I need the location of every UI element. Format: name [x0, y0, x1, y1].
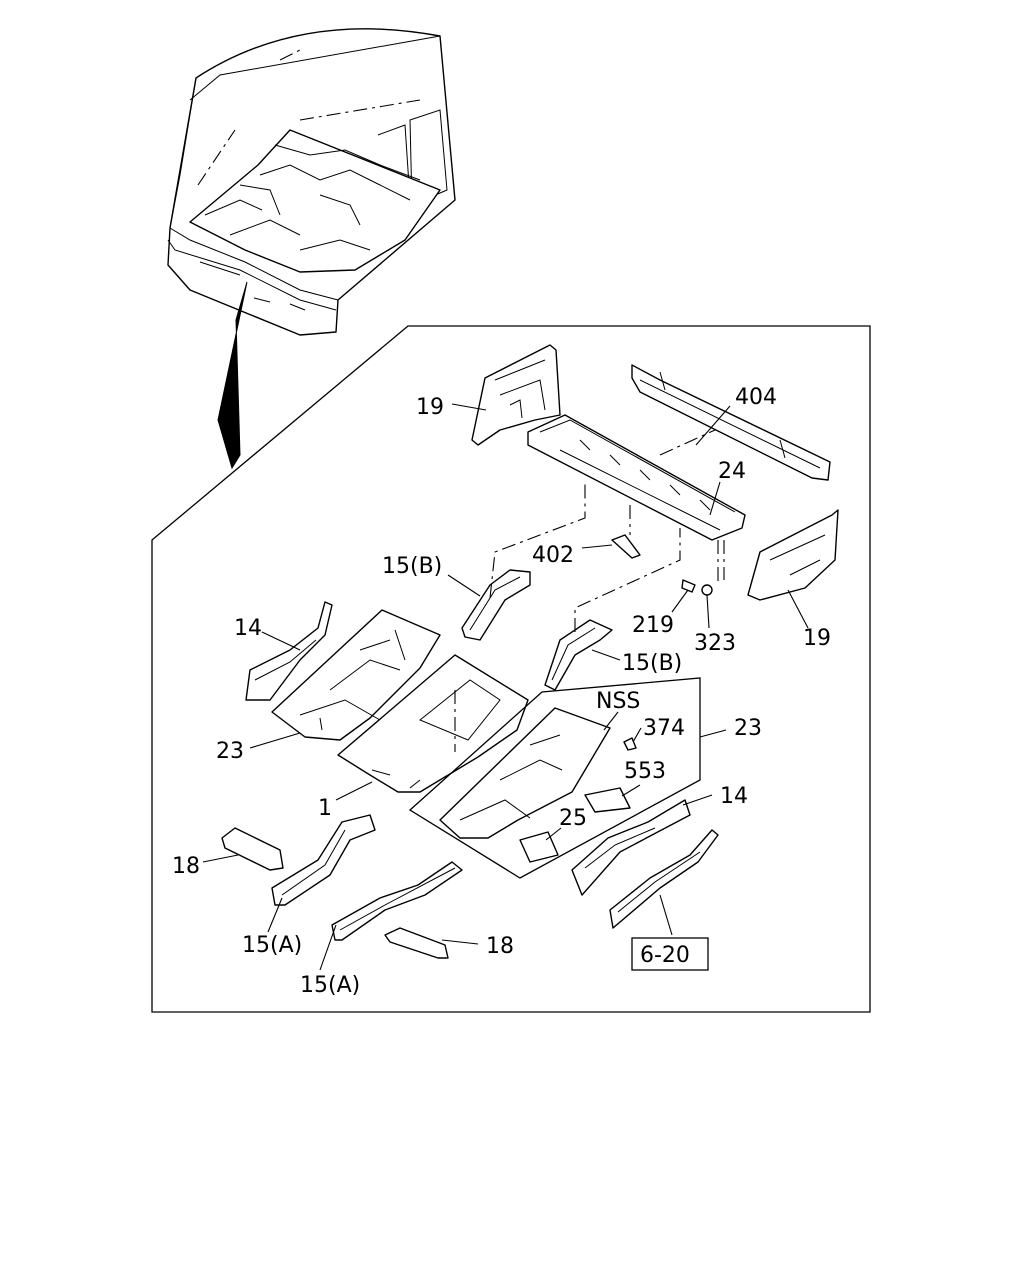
part-19-right-panel: [747, 509, 839, 601]
label-6-20-box: [631, 937, 709, 971]
part-19-left-panel: [471, 344, 561, 446]
label-18-bottom: 18: [486, 934, 514, 959]
part-18-bottom-bracket: [384, 927, 449, 959]
part-23-left-floor-panel: [271, 609, 441, 741]
leader-lines: [202, 403, 809, 971]
label-19-right: 19: [803, 626, 831, 651]
label-14-left: 14: [234, 616, 262, 641]
part-15b-left-member: [461, 569, 531, 641]
callout-arrow: [217, 281, 248, 470]
label-23-left: 23: [216, 739, 244, 764]
label-402: 402: [532, 543, 574, 568]
part-25-bracket: [519, 831, 559, 863]
part-219-clip: [681, 579, 696, 593]
part-14-right-member: [571, 799, 691, 896]
part-15b-right-member: [544, 619, 613, 691]
part-18-left-bracket: [221, 827, 284, 871]
assembly-lines: [454, 429, 725, 752]
label-15a-left: 15(A): [242, 933, 302, 958]
part-23-right-group-box: [408, 677, 701, 879]
part-23-right-floor-panel: [439, 707, 611, 839]
cab-overview-illustration: [167, 28, 456, 336]
part-1-center-floor-panel: [337, 654, 529, 793]
part-14-left-member: [245, 601, 333, 701]
label-6-20[interactable]: 6-20: [640, 943, 690, 968]
label-25: 25: [559, 806, 587, 831]
label-1: 1: [318, 796, 332, 821]
label-323: 323: [694, 631, 736, 656]
detail-frame: [151, 325, 871, 1013]
label-219: 219: [632, 613, 674, 638]
label-15a-bottom: 15(A): [300, 973, 360, 998]
label-14-right: 14: [720, 784, 748, 809]
part-15a-left-member: [271, 814, 376, 906]
part-24-rear-floor-panel: [527, 414, 746, 541]
label-374: 374: [643, 716, 685, 741]
part-15a-bottom-member: [331, 861, 463, 941]
label-553: 553: [624, 759, 666, 784]
label-15b-left: 15(B): [382, 554, 442, 579]
label-nss: NSS: [596, 689, 640, 714]
label-19-upper: 19: [416, 395, 444, 420]
part-6-20-frame-member: [609, 829, 719, 929]
label-23-right: 23: [734, 716, 762, 741]
part-553-bracket: [584, 787, 631, 813]
label-18-left: 18: [172, 854, 200, 879]
part-labels: 404 19 24 402 15(B) 219 323 19 14 15(B) …: [172, 385, 831, 998]
part-323-grommet: [701, 584, 713, 596]
part-404-cross-member: [631, 364, 831, 481]
part-402-bracket: [611, 534, 641, 559]
label-15b-right: 15(B): [622, 651, 682, 676]
label-24: 24: [718, 459, 746, 484]
label-404: 404: [735, 385, 777, 410]
